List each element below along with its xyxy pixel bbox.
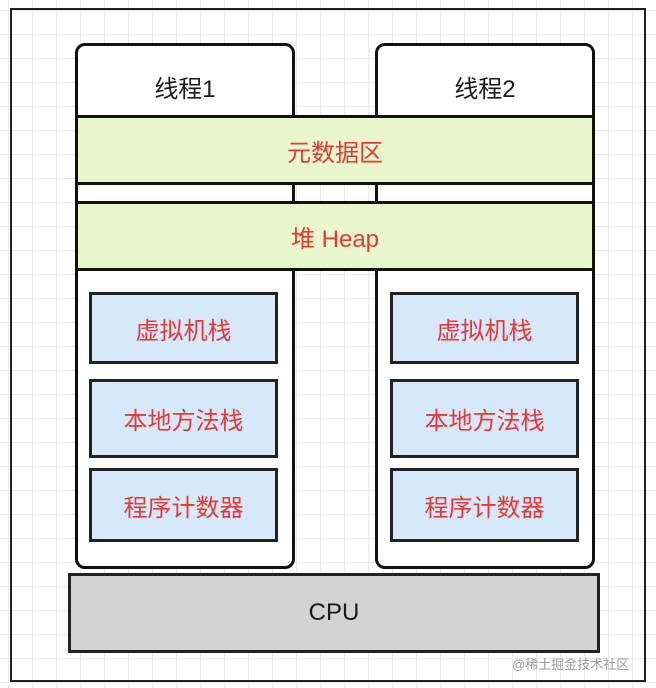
thread-1-title: 线程1 xyxy=(154,75,216,103)
diagram-frame xyxy=(10,8,646,682)
thread-1-vm-stack: 虚拟机栈 xyxy=(89,292,278,364)
heap-region: 堆 Heap xyxy=(75,201,595,271)
thread-2-vm-stack: 虚拟机栈 xyxy=(390,292,579,364)
metaspace-region: 元数据区 xyxy=(75,115,595,185)
watermark: @稀土掘金技术社区 xyxy=(512,657,630,672)
thread-2-title: 线程2 xyxy=(454,75,516,103)
thread-2-native-method-stack: 本地方法栈 xyxy=(390,379,579,458)
thread-1-program-counter: 程序计数器 xyxy=(89,468,278,542)
thread-2-program-counter: 程序计数器 xyxy=(390,468,579,542)
thread-1-native-method-stack: 本地方法栈 xyxy=(89,379,278,458)
cpu-box: CPU xyxy=(68,573,600,653)
